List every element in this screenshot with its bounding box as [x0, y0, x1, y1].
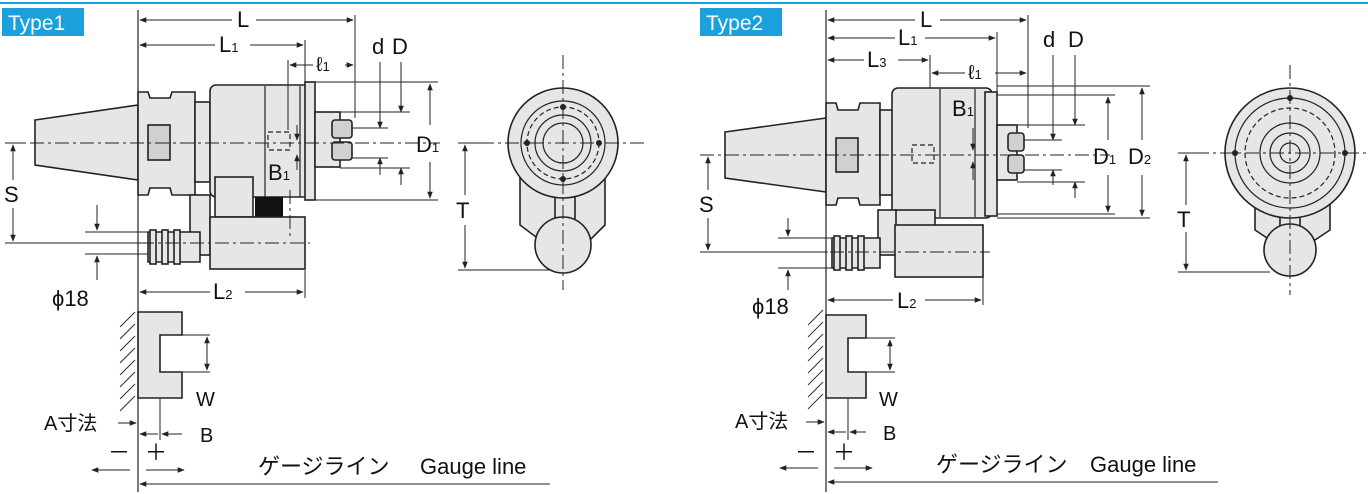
type2-label-W: W [879, 389, 898, 411]
type1-label-L1: L1 [219, 32, 238, 57]
type1-lower-block [214, 176, 254, 218]
type2-label-d: d [1043, 27, 1055, 52]
type1-label-D: D [392, 34, 408, 59]
type2-label-T: T [1177, 207, 1190, 232]
type1-end-view [480, 55, 645, 290]
type1-label-minus: － [108, 440, 130, 465]
type1-label-B1: B1 [268, 160, 290, 185]
type2-arm-block [894, 224, 984, 278]
type1-label-phi18: ϕ18 [52, 286, 89, 311]
type2-gauge-jp: ゲージライン [936, 452, 1068, 477]
type2-label-S: S [699, 192, 714, 217]
type2-label-L2: L2 [897, 288, 916, 313]
type1-diagram: Type1 [2, 7, 645, 492]
type1-detail [119, 311, 183, 412]
type1-tag-text: Type1 [8, 12, 65, 35]
type1-label-d: d [372, 34, 384, 59]
type1-key [255, 197, 283, 219]
type1-label-D1: D1 [416, 132, 439, 157]
type1-head-flange [304, 81, 316, 201]
type1-gauge-en: Gauge line [420, 454, 526, 479]
type1-gauge-jp: ゲージライン [258, 454, 390, 479]
type1-tag [2, 8, 84, 36]
type2-label-D1: D1 [1093, 144, 1116, 169]
type2-label-B: B [883, 423, 896, 445]
type1-label-L: L [237, 7, 249, 32]
type2-gauge-en: Gauge line [1090, 452, 1196, 477]
type1-label-L2: L2 [213, 279, 232, 304]
type2-tag [700, 8, 782, 36]
type2-detail [807, 309, 867, 410]
type2-label-L: L [920, 7, 932, 32]
type1-label-B: B [200, 425, 213, 447]
type2-tag-text: Type2 [706, 12, 763, 35]
type2-label-D2: D2 [1128, 144, 1151, 169]
type2-label-B1: B1 [952, 96, 974, 121]
type2-head [891, 87, 993, 219]
type1-label-A: A寸法 [44, 412, 97, 435]
type1-label-W: W [196, 389, 215, 411]
type2-end-view [1195, 65, 1366, 295]
type2-label-minus: － [795, 440, 817, 465]
type2-label-A: A寸法 [735, 410, 788, 433]
type1-label-S: S [4, 182, 19, 207]
type2-label-plus: ＋ [833, 440, 855, 465]
type1-hidden-detail [267, 131, 291, 151]
type2-label-D: D [1068, 27, 1084, 52]
type2-label-phi18: ϕ18 [752, 294, 789, 319]
type1-neck [194, 101, 211, 183]
type2-label-L3: L3 [867, 47, 886, 72]
type1-label-T: T [456, 198, 469, 223]
type2-label-l1: ℓ1 [968, 62, 982, 84]
type2-diagram: Type2 L L1 L3 [699, 7, 1366, 492]
type1-label-plus: ＋ [145, 440, 167, 465]
type1-label-l1: ℓ1 [316, 54, 330, 76]
type2-label-L1: L1 [898, 25, 917, 50]
